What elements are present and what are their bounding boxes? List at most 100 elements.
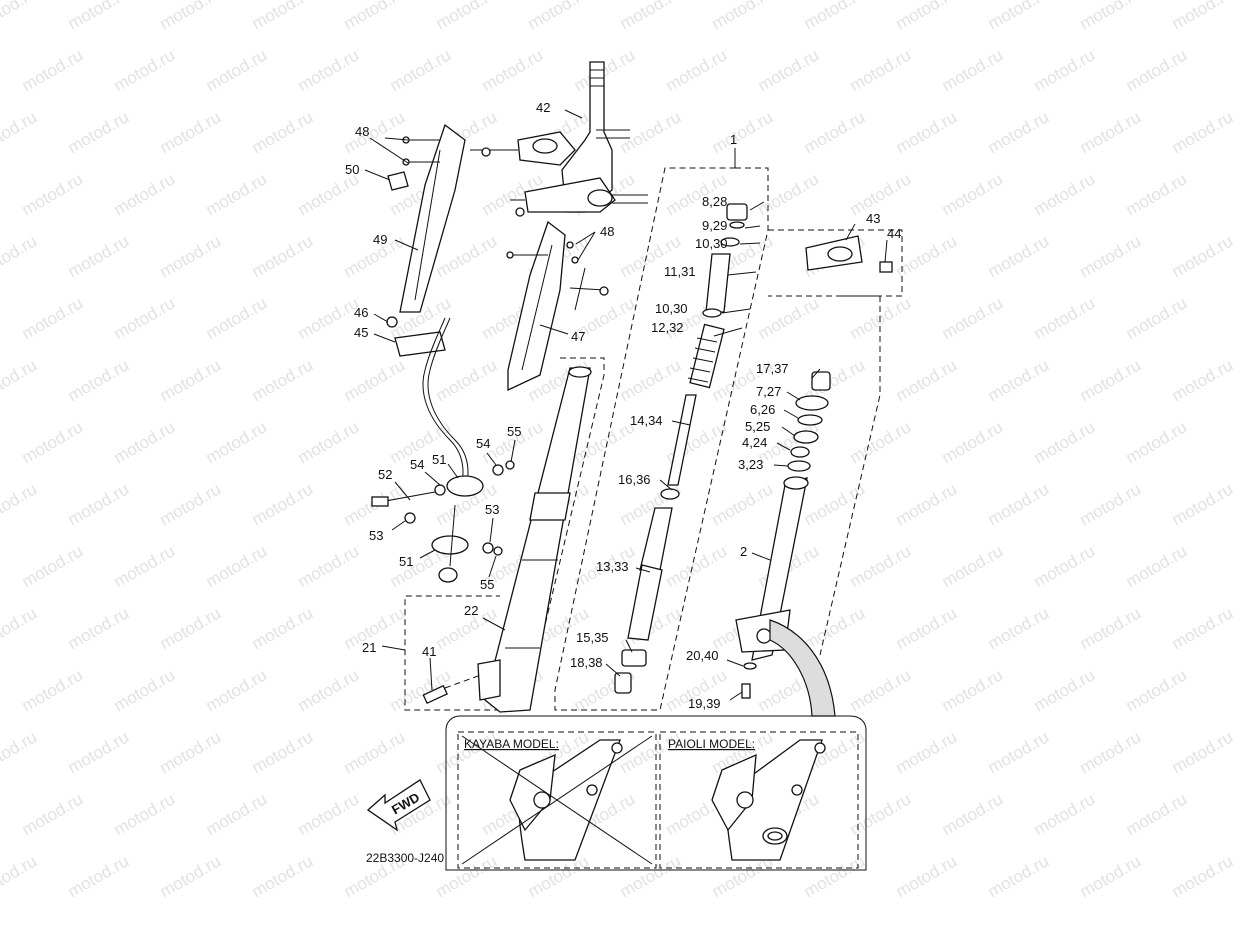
watermark-186: motod.ru bbox=[939, 789, 1007, 839]
watermark-165: motod.ru bbox=[249, 727, 317, 777]
watermark-123: motod.ru bbox=[111, 541, 179, 591]
watermark-166: motod.ru bbox=[341, 727, 409, 777]
watermark-93: motod.ru bbox=[1077, 355, 1145, 405]
callout-41: 41 bbox=[422, 644, 436, 659]
watermark-179: motod.ru bbox=[295, 789, 363, 839]
watermark-28: motod.ru bbox=[65, 107, 133, 157]
watermark-79: motod.ru bbox=[1031, 293, 1099, 343]
watermark-70: motod.ru bbox=[203, 293, 271, 343]
watermark-25: motod.ru bbox=[1031, 45, 1099, 95]
watermark-163: motod.ru bbox=[65, 727, 133, 777]
watermark-35: motod.ru bbox=[709, 107, 777, 157]
watermark-108: motod.ru bbox=[0, 479, 40, 529]
watermark-29: motod.ru bbox=[157, 107, 225, 157]
watermark-43: motod.ru bbox=[203, 169, 271, 219]
callout-8-28: 8,28 bbox=[702, 194, 727, 209]
callout-20-40: 20,40 bbox=[686, 648, 719, 663]
watermark-38: motod.ru bbox=[985, 107, 1053, 157]
watermark-83: motod.ru bbox=[157, 355, 225, 405]
callout-43: 43 bbox=[866, 211, 880, 226]
callout-54-right: 54 bbox=[476, 436, 490, 451]
watermark-4: motod.ru bbox=[341, 0, 409, 33]
watermark-9: motod.ru bbox=[801, 0, 869, 33]
watermark-162: motod.ru bbox=[0, 727, 40, 777]
watermark-190: motod.ru bbox=[65, 851, 133, 901]
watermark-158: motod.ru bbox=[847, 665, 915, 715]
watermark-136: motod.ru bbox=[65, 603, 133, 653]
callout-19-39: 19,39 bbox=[688, 696, 721, 711]
callout-17-37: 17,37 bbox=[756, 361, 789, 376]
watermark-116: motod.ru bbox=[709, 479, 777, 529]
callout-53-left: 53 bbox=[369, 528, 383, 543]
watermark-3: motod.ru bbox=[249, 0, 317, 33]
watermark-109: motod.ru bbox=[65, 479, 133, 529]
watermark-2: motod.ru bbox=[157, 0, 225, 33]
callout-9-29: 9,29 bbox=[702, 218, 727, 233]
watermark-15: motod.ru bbox=[111, 45, 179, 95]
watermark-49: motod.ru bbox=[755, 169, 823, 219]
watermark-22: motod.ru bbox=[755, 45, 823, 95]
watermark-176: motod.ru bbox=[19, 789, 87, 839]
watermark-137: motod.ru bbox=[157, 603, 225, 653]
watermark-34: motod.ru bbox=[617, 107, 685, 157]
watermark-layer: motod.ru motod.ru motod.ru motod.ru motod.ru… bbox=[0, 0, 1236, 901]
watermark-151: motod.ru bbox=[203, 665, 271, 715]
callout-3-23: 3,23 bbox=[738, 457, 763, 472]
watermark-92: motod.ru bbox=[985, 355, 1053, 405]
watermark-118: motod.ru bbox=[893, 479, 961, 529]
callout-44: 44 bbox=[887, 226, 901, 241]
outer-tube-assembly bbox=[404, 357, 605, 713]
watermark-53: motod.ru bbox=[1123, 169, 1191, 219]
paioli-model-label: PAIOLI MODEL: bbox=[668, 737, 755, 751]
watermark-36: motod.ru bbox=[801, 107, 869, 157]
watermark-159: motod.ru bbox=[939, 665, 1007, 715]
watermark-39: motod.ru bbox=[1077, 107, 1145, 157]
callout-48-left: 48 bbox=[355, 124, 369, 139]
callout-54-left: 54 bbox=[410, 457, 424, 472]
callout-46: 46 bbox=[354, 305, 368, 320]
hose-guide-parts bbox=[371, 460, 515, 583]
watermark-37: motod.ru bbox=[893, 107, 961, 157]
watermark-78: motod.ru bbox=[939, 293, 1007, 343]
watermark-161: motod.ru bbox=[1123, 665, 1191, 715]
watermark-178: motod.ru bbox=[203, 789, 271, 839]
watermark-10: motod.ru bbox=[893, 0, 961, 33]
watermark-23: motod.ru bbox=[847, 45, 915, 95]
callout-21: 21 bbox=[362, 640, 376, 655]
watermark-19: motod.ru bbox=[479, 45, 547, 95]
watermark-106: motod.ru bbox=[1031, 417, 1099, 467]
forward-direction-arrow bbox=[366, 779, 431, 832]
callout-16-36: 16,36 bbox=[618, 472, 651, 487]
watermark-88: motod.ru bbox=[617, 355, 685, 405]
watermark-201: motod.ru bbox=[1077, 851, 1145, 901]
watermark-64: motod.ru bbox=[893, 231, 961, 281]
callout-7-27: 7,27 bbox=[756, 384, 781, 399]
watermark-148: motod.ru bbox=[1169, 603, 1237, 653]
watermark-16: motod.ru bbox=[203, 45, 271, 95]
callout-18-38: 18,38 bbox=[570, 655, 603, 670]
callout-53-right: 53 bbox=[485, 502, 499, 517]
callout-55-lower: 55 bbox=[480, 577, 494, 592]
watermark-84: motod.ru bbox=[249, 355, 317, 405]
watermark-21: motod.ru bbox=[663, 45, 731, 95]
watermark-76: motod.ru bbox=[755, 293, 823, 343]
watermark-160: motod.ru bbox=[1031, 665, 1099, 715]
watermark-138: motod.ru bbox=[249, 603, 317, 653]
watermark-1: motod.ru bbox=[65, 0, 133, 33]
fork-guard-left bbox=[387, 123, 466, 313]
watermark-188: motod.ru bbox=[1123, 789, 1191, 839]
watermark-185: motod.ru bbox=[847, 789, 915, 839]
watermark-125: motod.ru bbox=[295, 541, 363, 591]
watermark-196: motod.ru bbox=[617, 851, 685, 901]
callout-13-33: 13,33 bbox=[596, 559, 629, 574]
callout-12-32: 12,32 bbox=[651, 320, 684, 335]
watermark-121: motod.ru bbox=[1169, 479, 1237, 529]
watermark-134: motod.ru bbox=[1123, 541, 1191, 591]
watermark-68: motod.ru bbox=[19, 293, 87, 343]
watermark-81: motod.ru bbox=[0, 355, 40, 405]
watermark-132: motod.ru bbox=[939, 541, 1007, 591]
watermark-111: motod.ru bbox=[249, 479, 317, 529]
callout-15-35: 15,35 bbox=[576, 630, 609, 645]
watermark-131: motod.ru bbox=[847, 541, 915, 591]
hose-clamp-upper bbox=[386, 316, 469, 491]
